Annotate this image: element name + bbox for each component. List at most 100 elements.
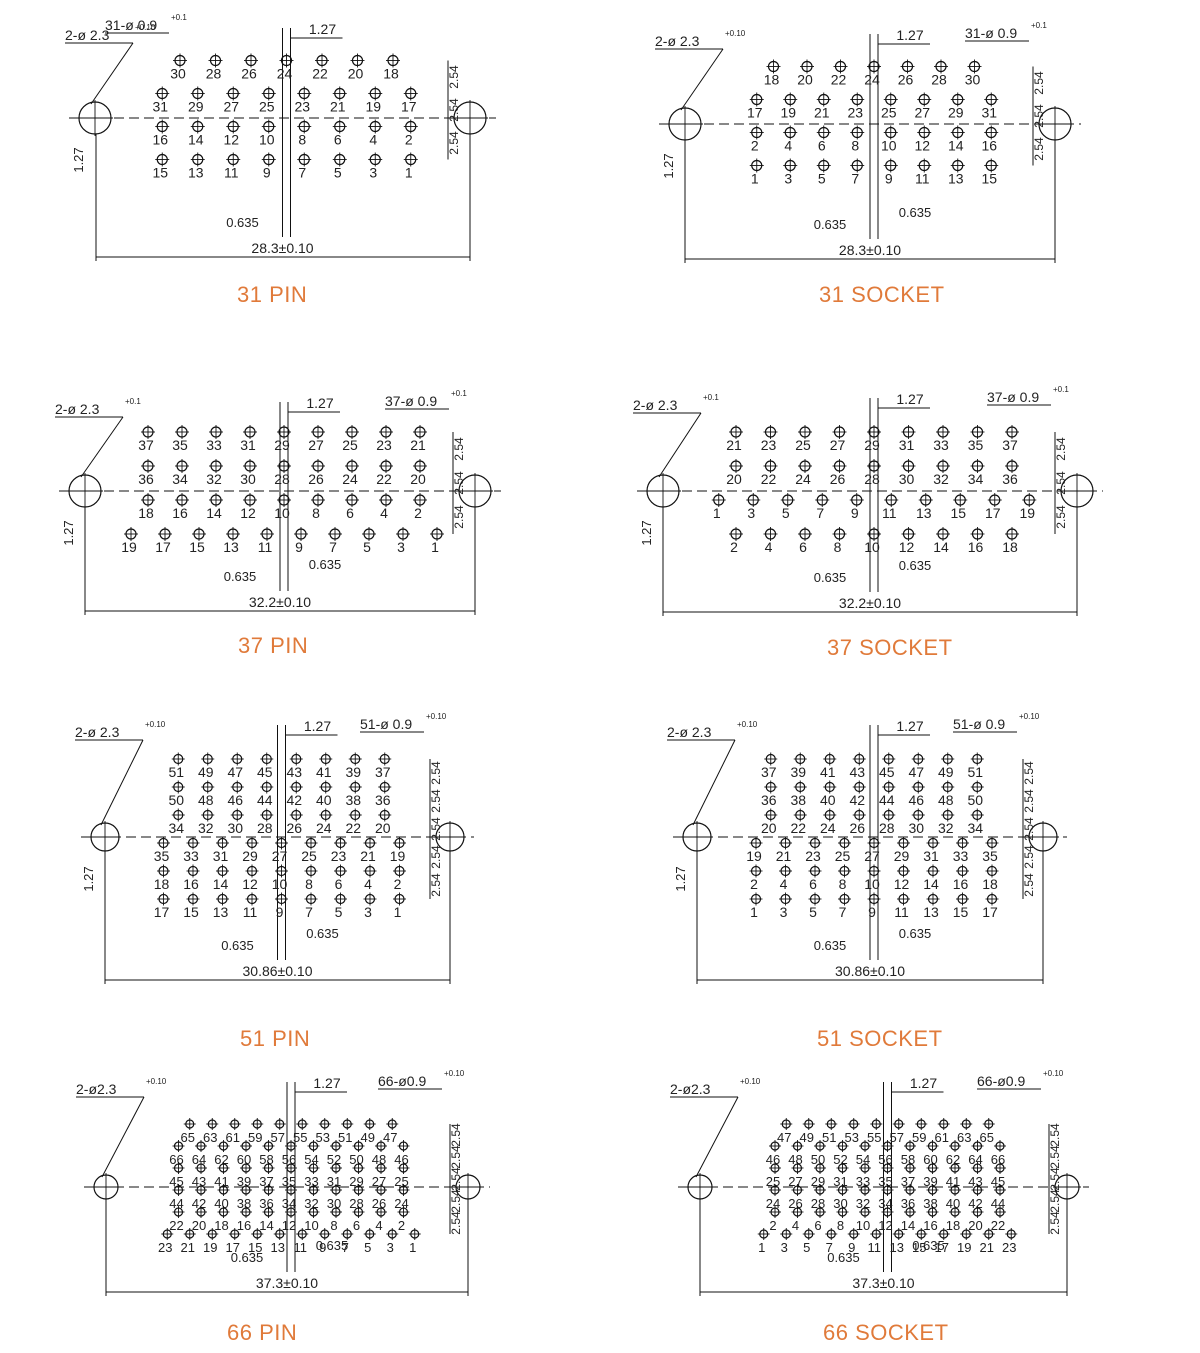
- 66-socket-contact-label-5: 5: [803, 1240, 810, 1255]
- 66-socket-contact-label-21: 21: [980, 1240, 994, 1255]
- 51-pin-contact-label-9: 9: [276, 904, 284, 920]
- 66-pin-contact-label-49: 49: [361, 1130, 375, 1145]
- 51-pin-contact-label-47: 47: [227, 764, 243, 780]
- 51-pin-contact-label-44: 44: [257, 792, 273, 808]
- 31-pin-pitch-label-0: 2.54: [447, 65, 461, 89]
- 31-socket-mount-leader: [680, 48, 724, 111]
- 66-socket-contact-spec-tol: +0.10: [1043, 1069, 1064, 1078]
- 66-socket-offset-b-label: 0.635: [912, 1238, 945, 1253]
- 51-pin-pitch-label-3: 2.54: [429, 845, 443, 869]
- 51-socket-contact-label-8: 8: [839, 876, 847, 892]
- 31-pin-contact-label-10: 10: [259, 132, 275, 148]
- 66-pin-contact-label-22: 22: [169, 1218, 183, 1233]
- 51-socket-mount-tol: +0.10: [737, 720, 758, 729]
- 51-socket-contact-label-18: 18: [982, 876, 998, 892]
- 66-socket-contact-label-20: 20: [968, 1218, 982, 1233]
- 51-socket-contact-label-24: 24: [820, 820, 836, 836]
- 66-pin-contact-label-51: 51: [338, 1130, 352, 1145]
- 66-pin-contact-spec-tol: +0.10: [444, 1069, 465, 1078]
- 66-pin-contact-label-26: 26: [372, 1196, 386, 1211]
- 66-socket-contact-label-29: 29: [811, 1174, 825, 1189]
- 37-pin-contact-label-12: 12: [240, 505, 256, 521]
- 51-pin-contact-label-29: 29: [242, 848, 258, 864]
- 51-socket-contact-label-50: 50: [967, 792, 983, 808]
- 31-pin-contact-spec-tol: +0.1: [171, 13, 187, 22]
- 51-pin-contact-label-30: 30: [227, 820, 243, 836]
- 31-socket-mount-tol: +0.10: [725, 29, 746, 38]
- 51-socket-mount-label: 2-ø 2.3: [667, 724, 712, 740]
- 51-pin-contact-label-7: 7: [305, 904, 313, 920]
- 66-socket-contact-label-52: 52: [833, 1152, 847, 1167]
- 66-socket-contact-label-63: 63: [957, 1130, 971, 1145]
- 51-pin-pitch-label-2: 2.54: [429, 817, 443, 841]
- 66-pin-contact-label-9: 9: [319, 1240, 326, 1255]
- 37-socket-contact-label-31: 31: [899, 437, 915, 453]
- 51-socket-contact-label-41: 41: [820, 764, 836, 780]
- 66-pin-contact-label-44: 44: [169, 1196, 183, 1211]
- 31-socket-contact-label-5: 5: [818, 171, 826, 187]
- 51-pin-contact-label-3: 3: [364, 904, 372, 920]
- 51-socket-contact-label-13: 13: [923, 904, 939, 920]
- 66-socket-mount-label: 2-ø2.3: [670, 1081, 711, 1097]
- 51-pin-contact-label-4: 4: [364, 876, 372, 892]
- 37-pin-contact-label-16: 16: [172, 505, 188, 521]
- 37-socket-contact-label-27: 27: [830, 437, 846, 453]
- 66-socket-contact-spec-label: 66-ø0.9: [977, 1073, 1025, 1089]
- 51-socket-contact-label-11: 11: [894, 904, 909, 920]
- 51-pin-mount-leader: [100, 739, 144, 826]
- 31-socket-contact-label-16: 16: [981, 138, 997, 154]
- 31-socket-contact-label-23: 23: [847, 105, 863, 121]
- 51-socket-contact-label-31: 31: [923, 848, 939, 864]
- 51-socket-contact-label-40: 40: [820, 792, 836, 808]
- 37-pin-contact-label-33: 33: [206, 437, 222, 453]
- 66-socket-contact-label-2: 2: [769, 1218, 776, 1233]
- 66-pin-contact-label-58: 58: [259, 1152, 273, 1167]
- 37-pin-contact-label-6: 6: [346, 505, 354, 521]
- 66-pin-mount-leader: [101, 1096, 145, 1178]
- 51-socket-contact-label-19: 19: [746, 848, 762, 864]
- 37-pin-contact-label-14: 14: [206, 505, 222, 521]
- 51-socket-contact-label-1: 1: [750, 904, 758, 920]
- 66-socket-contact-label-10: 10: [856, 1218, 870, 1233]
- 66-socket-contact-label-28: 28: [811, 1196, 825, 1211]
- 37-socket-mount-leader: [658, 412, 702, 478]
- 31-pin-pitch-label-1: 2.54: [447, 98, 461, 122]
- 51-pin-mount-tol: +0.10: [145, 720, 166, 729]
- 66-socket-contact-label-11: 11: [868, 1240, 882, 1255]
- 66-socket-contact-label-36: 36: [901, 1196, 915, 1211]
- 66-pin-pitch-h-label: 1.27: [313, 1075, 340, 1091]
- 31-pin-contact-label-4: 4: [369, 132, 377, 148]
- 66-socket-pitch-label-2: 2.54: [1048, 1167, 1062, 1191]
- 31-socket-contact-label-29: 29: [948, 105, 964, 121]
- 31-pin-contact-label-7: 7: [298, 165, 306, 181]
- 51-pin-contact-label-15: 15: [183, 904, 199, 920]
- 37-pin-mount-label: 2-ø 2.3: [55, 401, 100, 417]
- 51-pin-contact-label-8: 8: [305, 876, 313, 892]
- 66-socket-contact-label-55: 55: [867, 1130, 881, 1145]
- 37-socket-contact-label-13: 13: [916, 505, 932, 521]
- 51-socket-pitch-label-3: 2.54: [1022, 845, 1036, 869]
- 31-pin-contact-label-12: 12: [223, 132, 239, 148]
- 31-socket-contact-label-21: 21: [814, 105, 830, 121]
- 37-pin-pitch-v-label: 1.27: [61, 520, 76, 545]
- 66-socket-contact-label-39: 39: [923, 1174, 937, 1189]
- 51-socket-mount-leader: [692, 739, 736, 826]
- 51-pin-contact-label-38: 38: [345, 792, 361, 808]
- 51-pin-contact-spec-label: 51-ø 0.9: [360, 716, 412, 732]
- 51-socket-contact-label-4: 4: [780, 876, 788, 892]
- 51-socket-contact-label-17: 17: [982, 904, 998, 920]
- 66-socket-contact-label-26: 26: [788, 1196, 802, 1211]
- 31-pin-contact-spec-label: 31-ø 0.9: [105, 17, 157, 33]
- 51-socket-contact-label-29: 29: [894, 848, 910, 864]
- 66-pin-contact-label-25: 25: [394, 1174, 408, 1189]
- 37-socket-contact-label-34: 34: [968, 471, 984, 487]
- 51-socket-contact-label-32: 32: [938, 820, 954, 836]
- 37-socket-pitch-v-label: 1.27: [639, 520, 654, 545]
- 37-socket-contact-label-14: 14: [933, 539, 949, 555]
- 31-socket-pitch-label-2: 2.54: [1032, 137, 1046, 161]
- 37-socket-contact-label-35: 35: [968, 437, 984, 453]
